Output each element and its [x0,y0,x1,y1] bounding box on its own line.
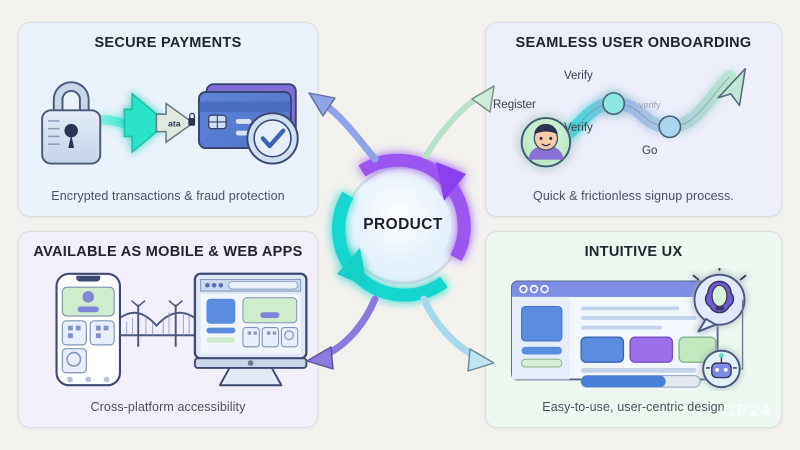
card-caption-secure-payments: Encrypted transactions & fraud protectio… [51,189,285,203]
art-label-data: ata [168,119,181,129]
card-title-user-onboarding: SEAMLESS USER ONBOARDING [515,35,752,51]
arrow-to-mobile-web-apps [303,293,385,375]
card-caption-user-onboarding: Quick & frictionless signup process. [533,189,734,203]
card-mobile-web-apps[interactable]: AVAILABLE AS MOBILE & WEB APPS [18,231,318,428]
arrow-to-user-onboarding [418,80,498,160]
card-intuitive-ux[interactable]: INTUITIVE UX [485,231,782,428]
illustration-user-journey: Register Verify Verify verify Go [486,59,781,180]
card-caption-mobile-web-apps: Cross-platform accessibility [90,400,246,414]
card-title-intuitive-ux: INTUITIVE UX [584,244,683,260]
card-secure-payments[interactable]: SECURE PAYMENTS [18,22,318,217]
cycle-arrows-svg [332,153,471,302]
illustration-browser-brain-bot [486,264,781,391]
onboarding-label-go: Go [642,145,658,157]
arrow-to-secure-payments [305,85,385,165]
arrow-to-intuitive-ux [416,293,498,375]
onboarding-label-verify-bottom: Verify [564,122,593,134]
card-title-secure-payments: SECURE PAYMENTS [94,35,242,51]
onboarding-label-verify-top: Verify [564,70,593,82]
card-title-mobile-web-apps: AVAILABLE AS MOBILE & WEB APPS [33,244,303,260]
watermark: CP24 [722,401,773,420]
illustration-phone-bridge-desktop [19,268,317,391]
onboarding-label-verify-faint: verify [639,100,661,110]
cycle-label-product: PRODUCT [363,216,443,233]
card-user-onboarding[interactable]: SEAMLESS USER ONBOARDING [485,22,782,217]
card-caption-intuitive-ux: Easy-to-use, user-centric design [542,400,725,414]
onboarding-label-register: Register [493,99,536,111]
center-product-cycle[interactable]: PRODUCT [318,140,488,310]
illustration-padlock-creditcard: ata [19,59,317,180]
